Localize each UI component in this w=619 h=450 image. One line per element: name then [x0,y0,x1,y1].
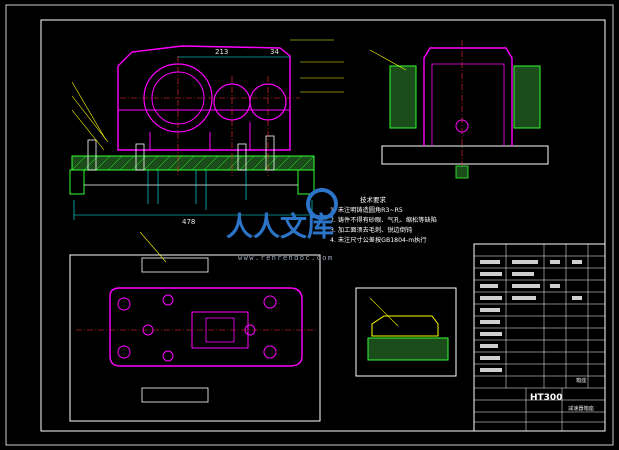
detail-base [367,337,449,361]
watermark-logo [306,188,338,220]
top-bolt-holes [117,294,277,362]
top-flange-top [141,257,209,273]
base-foot [69,169,85,195]
table-grid [474,244,605,431]
inner-frame [40,19,606,432]
top-flange-bottom [141,387,209,403]
side-drain [455,119,469,133]
title-block[interactable]: HT300 箱座 减速器箱座 [473,243,606,432]
top-view-frame [69,254,321,422]
detail-leader [369,297,399,327]
top-leader [139,231,167,263]
tech-note-3: 3. 加工面须去毛刺、锐边倒钝 [330,226,412,234]
top-housing-outline [109,287,303,367]
leader-lines [71,39,344,151]
dim-478: 478 [182,218,195,226]
watermark: 人人文库 www.renrendoc.com [226,188,338,262]
detail-view[interactable] [355,287,457,377]
side-view[interactable] [369,40,549,179]
side-housing-inner [431,63,505,146]
outer-frame [5,4,614,446]
base-foot-right [297,169,315,195]
anchor-bolts [87,135,275,171]
table-text-placeholders [480,260,582,372]
dim-34: 34 [270,48,279,56]
side-plug [455,165,469,179]
side-leader [369,49,407,71]
centerlines [120,56,300,176]
part-label: 箱座 [576,376,586,384]
housing-body [117,45,291,151]
dim-213: 213 [215,48,228,56]
material-label: HT300 [530,393,562,403]
tech-notes: 技术要求 1. 未注明铸造圆角R3~R5 2. 铸件不得有砂眼、气孔、缩松等缺陷… [330,195,437,244]
detail-part [371,315,439,337]
detail-frame [355,287,457,377]
base-hatch [71,155,315,171]
side-bearing-left [389,65,417,129]
name-label: 减速器箱座 [568,404,594,412]
top-view[interactable] [69,231,321,422]
side-bearing-right [513,65,541,129]
base-flange [71,155,315,171]
side-housing [423,47,513,146]
watermark-text: 人人文库 [226,211,334,243]
tech-note-2: 2. 铸件不得有砂眼、气孔、缩松等缺陷 [330,216,437,224]
tech-note-4: 4. 未注尺寸公差按GB1804-m执行 [330,236,427,244]
front-view[interactable]: 213 34 478 [69,39,344,226]
tech-notes-title: 技术要求 [360,195,387,204]
dimension-lines [73,56,313,220]
side-base [381,145,549,165]
table-frame [473,243,606,432]
watermark-url: www.renrendoc.com [238,254,333,262]
tech-note-1: 1. 未注明铸造圆角R3~R5 [330,206,403,214]
